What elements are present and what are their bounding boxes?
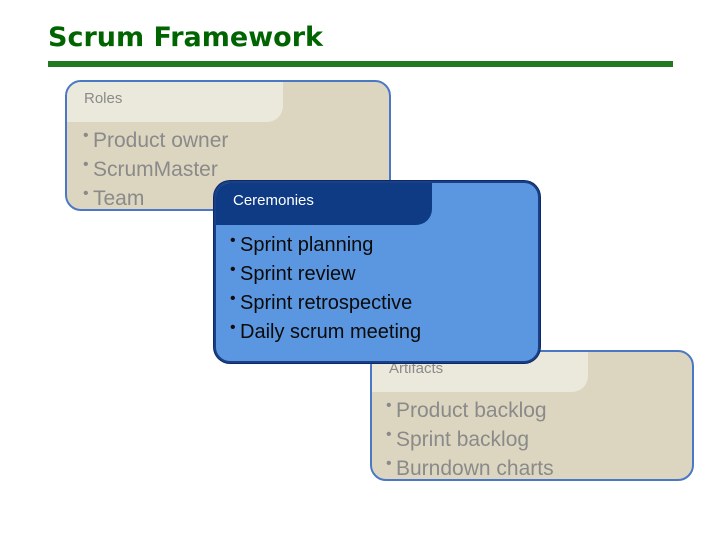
list-item: •Daily scrum meeting	[230, 318, 421, 347]
bullet-icon: •	[386, 426, 392, 443]
bullet-icon: •	[386, 397, 392, 414]
ceremonies-label: Ceremonies	[216, 183, 432, 225]
list-item: •Sprint retrospective	[230, 289, 421, 318]
roles-list: •Product owner •ScrumMaster •Team	[83, 126, 228, 209]
bullet-icon: •	[83, 185, 89, 202]
bullet-icon: •	[83, 127, 89, 144]
list-item: •Product backlog	[386, 396, 554, 425]
list-item: •Sprint planning	[230, 231, 421, 260]
list-item: •Sprint backlog	[386, 425, 554, 454]
artifacts-list: •Product backlog •Sprint backlog •Burndo…	[386, 396, 554, 479]
ceremonies-list: •Sprint planning •Sprint review •Sprint …	[230, 231, 421, 347]
bullet-icon: •	[230, 319, 236, 336]
bullet-icon: •	[386, 455, 392, 472]
artifacts-box: Artifacts •Product backlog •Sprint backl…	[370, 350, 694, 481]
list-item: •Burndown charts	[386, 454, 554, 479]
bullet-icon: •	[230, 290, 236, 307]
list-item: •Sprint review	[230, 260, 421, 289]
title-underline	[48, 61, 673, 67]
roles-box: Roles •Product owner •ScrumMaster •Team	[65, 80, 391, 211]
bullet-icon: •	[230, 232, 236, 249]
roles-label: Roles	[67, 82, 283, 122]
bullet-icon: •	[83, 156, 89, 173]
list-item: •Team	[83, 184, 228, 209]
ceremonies-box: Ceremonies •Sprint planning •Sprint revi…	[214, 181, 540, 363]
list-item: •ScrumMaster	[83, 155, 228, 184]
slide-title: Scrum Framework	[48, 22, 323, 53]
list-item: •Product owner	[83, 126, 228, 155]
bullet-icon: •	[230, 261, 236, 278]
